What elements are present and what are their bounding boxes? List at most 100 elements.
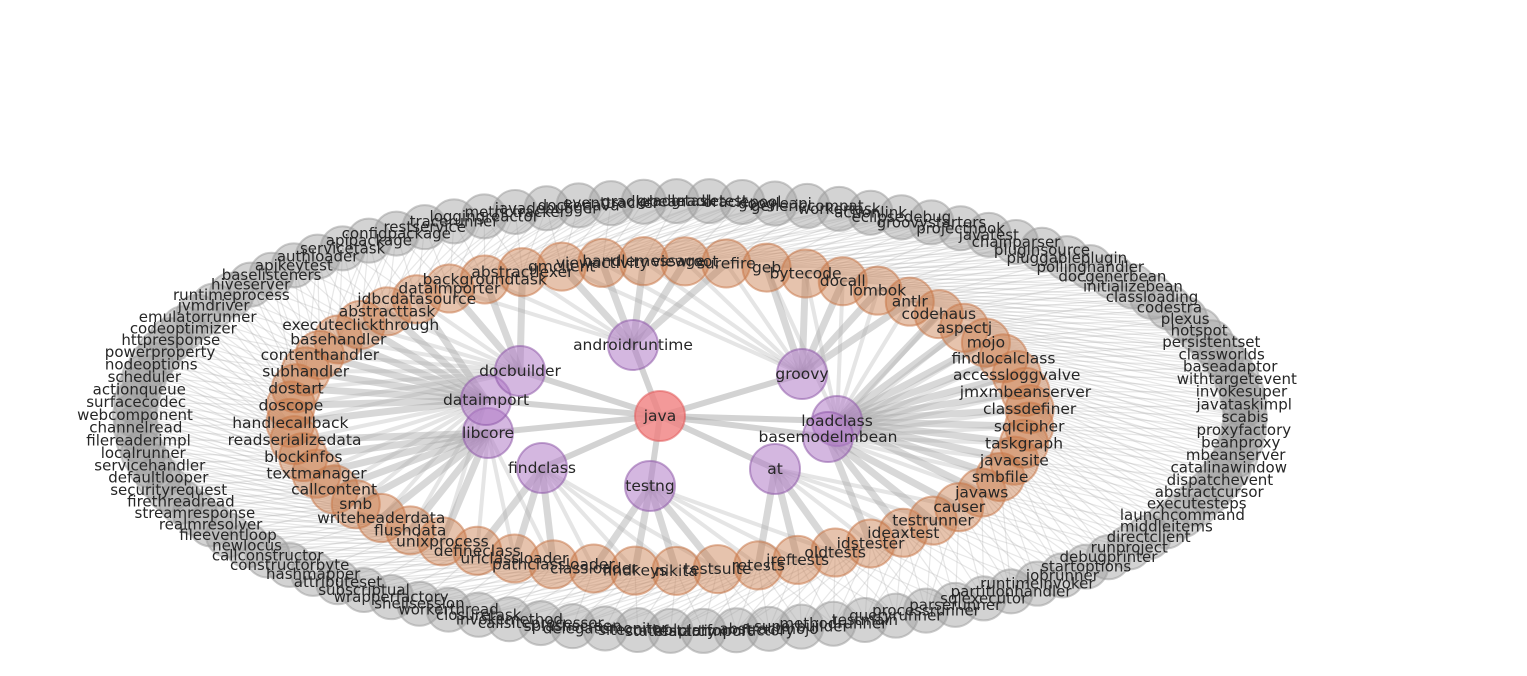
outer-node-83[interactable]	[227, 261, 274, 308]
middle-node-26[interactable]	[651, 545, 702, 596]
outer-node-84[interactable]	[248, 251, 295, 298]
outer-node-34[interactable]	[1014, 560, 1061, 607]
middle-node-54[interactable]	[618, 236, 669, 287]
outer-node-18[interactable]	[1221, 381, 1268, 428]
outer-node-4[interactable]	[1019, 226, 1066, 273]
middle-node-18[interactable]	[934, 482, 985, 533]
outer-node-89[interactable]	[373, 210, 420, 257]
outer-node-37[interactable]	[932, 581, 979, 628]
middle-node-48[interactable]	[391, 274, 442, 325]
outer-node-23[interactable]	[1205, 444, 1252, 491]
outer-node-19[interactable]	[1221, 394, 1268, 441]
outer-node-39[interactable]	[872, 592, 919, 639]
outer-node-38[interactable]	[902, 587, 949, 634]
outer-node-97[interactable]	[620, 178, 667, 225]
outer-node-58[interactable]	[290, 550, 337, 597]
middle-node-33[interactable]	[385, 505, 436, 556]
middle-node-10[interactable]	[991, 349, 1042, 400]
outer-node-44[interactable]	[713, 607, 760, 654]
outer-node-0[interactable]	[908, 199, 955, 246]
outer-node-43[interactable]	[745, 605, 792, 652]
middle-node-15[interactable]	[989, 435, 1040, 486]
outer-node-56[interactable]	[341, 567, 388, 614]
hub-node-9[interactable]	[494, 345, 546, 397]
middle-node-2[interactable]	[780, 248, 831, 299]
outer-node-100[interactable]	[719, 178, 766, 225]
middle-node-55[interactable]	[660, 236, 711, 287]
outer-node-55[interactable]	[368, 574, 415, 621]
middle-node-52[interactable]	[536, 241, 587, 292]
outer-node-72[interactable]	[112, 391, 159, 438]
hub-node-5[interactable]	[624, 460, 676, 512]
hub-node-0[interactable]	[607, 319, 659, 371]
middle-node-6[interactable]	[913, 289, 964, 340]
outer-node-76[interactable]	[128, 341, 175, 388]
middle-node-30[interactable]	[489, 533, 540, 584]
outer-node-30[interactable]	[1106, 524, 1153, 571]
outer-node-90[interactable]	[401, 204, 448, 251]
outer-node-52[interactable]	[455, 591, 502, 638]
outer-node-54[interactable]	[396, 580, 443, 627]
outer-node-17[interactable]	[1218, 368, 1265, 415]
outer-node-71[interactable]	[112, 404, 159, 451]
middle-node-1[interactable]	[741, 242, 792, 293]
outer-node-48[interactable]	[582, 605, 629, 652]
middle-node-4[interactable]	[852, 265, 903, 316]
middle-node-27[interactable]	[609, 545, 660, 596]
middle-node-0[interactable]	[701, 238, 752, 289]
hub-node-8[interactable]	[460, 374, 512, 426]
hub-node-1[interactable]	[776, 348, 828, 400]
outer-node-31[interactable]	[1085, 534, 1132, 581]
middle-node-43[interactable]	[280, 346, 331, 397]
middle-node-46[interactable]	[335, 299, 386, 350]
outer-node-53[interactable]	[425, 586, 472, 633]
outer-node-85[interactable]	[270, 242, 317, 289]
outer-node-51[interactable]	[486, 596, 533, 643]
outer-node-36[interactable]	[960, 575, 1007, 622]
outer-node-98[interactable]	[653, 178, 700, 225]
outer-node-104[interactable]	[847, 189, 894, 236]
outer-node-88[interactable]	[345, 217, 392, 264]
outer-node-67[interactable]	[135, 454, 182, 501]
outer-node-5[interactable]	[1043, 235, 1090, 282]
outer-node-96[interactable]	[588, 180, 635, 227]
middle-node-25[interactable]	[692, 544, 743, 595]
hub-node-3[interactable]	[802, 411, 854, 463]
outer-node-46[interactable]	[647, 607, 694, 654]
outer-node-57[interactable]	[314, 559, 361, 606]
outer-node-1[interactable]	[937, 205, 984, 252]
outer-node-105[interactable]	[878, 194, 925, 241]
outer-node-3[interactable]	[992, 218, 1039, 265]
outer-node-42[interactable]	[778, 603, 825, 650]
middle-node-53[interactable]	[577, 237, 628, 288]
middle-node-29[interactable]	[528, 539, 579, 590]
middle-node-51[interactable]	[497, 247, 548, 298]
middle-node-19[interactable]	[907, 495, 958, 546]
outer-node-59[interactable]	[266, 541, 313, 588]
middle-node-47[interactable]	[362, 286, 413, 337]
outer-node-92[interactable]	[461, 193, 508, 240]
outer-node-86[interactable]	[294, 233, 341, 280]
outer-node-47[interactable]	[614, 607, 661, 654]
outer-node-14[interactable]	[1198, 331, 1245, 378]
outer-node-95[interactable]	[555, 182, 602, 229]
middle-node-50[interactable]	[459, 254, 510, 305]
outer-node-99[interactable]	[686, 178, 733, 225]
middle-node-22[interactable]	[810, 527, 861, 578]
middle-node-23[interactable]	[772, 534, 823, 585]
middle-node-38[interactable]	[278, 432, 329, 483]
outer-node-91[interactable]	[431, 198, 478, 245]
outer-node-45[interactable]	[680, 607, 727, 654]
middle-node-5[interactable]	[884, 276, 935, 327]
middle-node-32[interactable]	[417, 516, 468, 567]
middle-node-34[interactable]	[356, 492, 407, 543]
outer-node-33[interactable]	[1039, 552, 1086, 599]
middle-node-28[interactable]	[568, 543, 619, 594]
outer-node-22[interactable]	[1212, 432, 1259, 479]
outer-node-101[interactable]	[751, 180, 798, 227]
middle-node-41[interactable]	[265, 380, 316, 431]
middle-node-24[interactable]	[733, 540, 784, 591]
outer-node-35[interactable]	[988, 568, 1035, 615]
outer-node-75[interactable]	[121, 353, 168, 400]
hub-node-6[interactable]	[516, 442, 568, 494]
